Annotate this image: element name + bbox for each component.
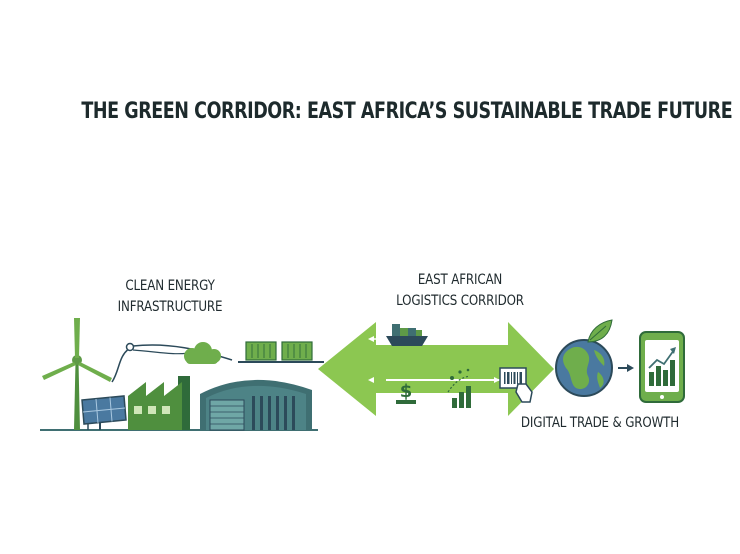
clean-energy-label-line2: INFRASTRUCTURE: [117, 299, 223, 315]
dollar-icon: $: [396, 381, 416, 404]
freight-train-icon: [238, 341, 324, 363]
page-title: THE GREEN CORRIDOR: EAST AFRICA’S SUSTAI…: [81, 98, 733, 124]
logistics-corridor-label: EAST AFRICAN LOGISTICS CORRIDOR: [394, 270, 525, 312]
trade-lane-arrows: [368, 377, 500, 383]
logistics-corridor-label-line1: EAST AFRICAN: [417, 272, 503, 288]
shipping-route: [368, 336, 498, 342]
barcode-scanner-icon: [499, 367, 533, 403]
digital-trade-label: DIGITAL TRADE & GROWTH: [518, 413, 682, 434]
logistics-corridor-label-line2: LOGISTICS CORRIDOR: [396, 293, 524, 309]
growth-bars-icon: [447, 368, 471, 408]
clean-energy-label-line1: CLEAN ENERGY: [125, 278, 215, 294]
wind-turbine-icon: [42, 318, 112, 430]
digital-trade-label-line1: DIGITAL TRADE & GROWTH: [520, 415, 680, 431]
globe-icon: [555, 319, 613, 397]
clean-energy-label: CLEAN ENERGY INFRASTRUCTURE: [104, 276, 235, 318]
warehouse-icon: [200, 379, 312, 431]
cloud-icon: [184, 342, 221, 364]
factory-icon: [128, 376, 190, 430]
power-line-icon: [111, 342, 233, 383]
svg-text:$: $: [400, 381, 413, 402]
connector-arrow: [618, 364, 634, 372]
smartphone-chart-icon: [639, 331, 685, 403]
solar-panel-icon: [81, 395, 127, 430]
cargo-ship-icon: [386, 324, 428, 346]
corridor-arrow: [318, 322, 554, 416]
